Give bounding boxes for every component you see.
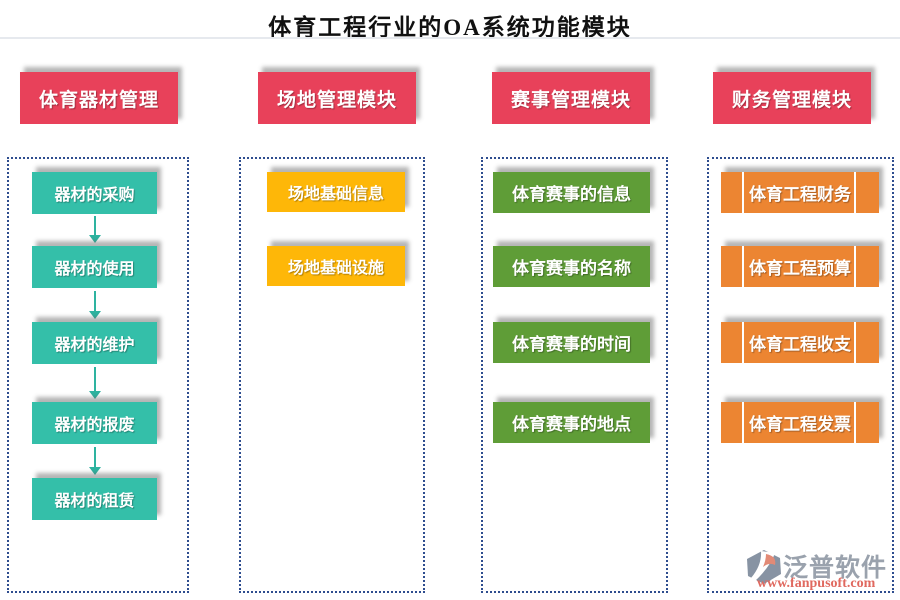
arrow-down-icon — [88, 367, 101, 399]
list-item: 体育赛事的时间 — [493, 322, 650, 363]
flow-item: 器材的使用 — [32, 246, 157, 288]
column-container-finance: 体育工程财务 体育工程预算 体育工程收支 体育工程发票 — [707, 157, 894, 593]
watermark-url: www.fanpusoft.com — [757, 576, 876, 591]
flow-item: 器材的租赁 — [32, 478, 157, 520]
column-container-venue: 场地基础信息 场地基础设施 — [239, 157, 425, 593]
list-item: 体育赛事的信息 — [493, 172, 650, 213]
list-item: 体育工程财务 — [721, 172, 879, 213]
column-container-event: 体育赛事的信息 体育赛事的名称 体育赛事的时间 体育赛事的地点 — [481, 157, 668, 593]
list-item: 场地基础信息 — [267, 172, 405, 212]
flow-item: 器材的维护 — [32, 322, 157, 364]
flow-item: 器材的采购 — [32, 172, 157, 214]
column-header-finance: 财务管理模块 — [713, 72, 871, 124]
list-item: 体育赛事的名称 — [493, 246, 650, 287]
list-item: 场地基础设施 — [267, 246, 405, 286]
watermark-brand: 泛普软件 — [783, 554, 888, 582]
column-header-venue: 场地管理模块 — [258, 72, 416, 124]
list-item: 体育赛事的地点 — [493, 402, 650, 443]
list-item: 体育工程发票 — [721, 402, 879, 443]
page-title: 体育工程行业的OA系统功能模块 — [268, 15, 632, 40]
arrow-down-icon — [88, 216, 101, 243]
column-header-equipment: 体育器材管理 — [20, 72, 178, 124]
flow-item: 器材的报废 — [32, 402, 157, 444]
list-item: 体育工程收支 — [721, 322, 879, 363]
title-divider — [0, 37, 900, 39]
fanpu-logo-icon — [747, 550, 781, 584]
arrow-down-icon — [88, 447, 101, 475]
column-header-event: 赛事管理模块 — [492, 72, 650, 124]
arrow-down-icon — [88, 291, 101, 319]
watermark: 泛普软件 www.fanpusoft.com — [746, 548, 896, 594]
list-item: 体育工程预算 — [721, 246, 879, 287]
column-container-equipment: 器材的采购 器材的使用 器材的维护 器材的报废 器材的租赁 — [7, 157, 189, 593]
